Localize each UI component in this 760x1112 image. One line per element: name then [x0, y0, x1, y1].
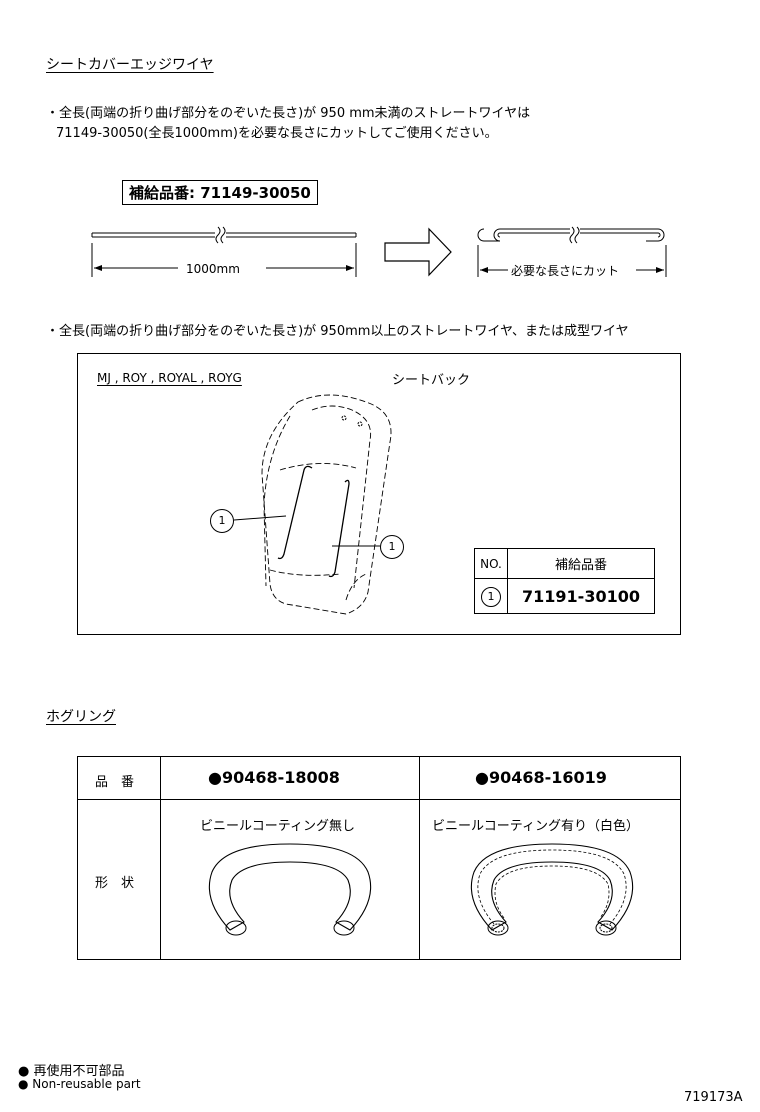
- seatback-illustration: [233, 394, 392, 615]
- seatback-frame: [77, 353, 681, 635]
- seatback-part-table: NO. 補給品番 1 71191-30100: [474, 548, 655, 614]
- part-name-seatback: シートバック: [392, 373, 471, 388]
- hog-ring-divider-v1: [160, 756, 161, 960]
- seatback-outline: [261, 394, 392, 615]
- right-arrow-icon: [384, 227, 452, 277]
- table-row-callout: 1: [481, 587, 501, 607]
- hog-ring-divider-h: [77, 799, 681, 800]
- table-cell-part-number: 71191-30100: [507, 578, 655, 614]
- hog-ring-divider-v2: [419, 756, 420, 960]
- cut-dimension: [477, 245, 667, 277]
- wire-cut-diagram: [91, 226, 667, 277]
- seatback-wires: [277, 465, 350, 578]
- hog-ring-coated-illustration: [470, 843, 634, 936]
- table-header-part: 補給品番: [507, 548, 655, 579]
- hog-ring-desc-coated: ビニールコーティング有り（白色）: [432, 819, 639, 834]
- callout-1-left: 1: [210, 509, 234, 533]
- cut-label: 必要な長さにカット: [511, 264, 620, 278]
- hog-ring-desc-uncoated: ビニールコーティング無し: [200, 819, 355, 834]
- row-label-shape: 形 状: [95, 876, 135, 891]
- model-codes: MJ , ROY , ROYAL , ROYG: [97, 371, 242, 385]
- figure-id: 719173A: [684, 1090, 743, 1105]
- bent-wire: [477, 226, 665, 244]
- edge-wire-note-line2: 71149-30050(全長1000mm)を必要な長さにカットしてご使用ください…: [56, 126, 498, 141]
- hog-ring-part-uncoated: ●90468-18008: [208, 768, 340, 787]
- table-header-no: NO.: [474, 548, 508, 579]
- callout-1-right: 1: [380, 535, 404, 559]
- hog-ring-part-coated: ●90468-16019: [475, 768, 607, 787]
- edge-wire-note-line1: ・全長(両端の折り曲げ部分をのぞいた長さ)が 950 mm未満のストレートワイヤ…: [46, 106, 531, 121]
- callout-leader-left: [233, 515, 287, 521]
- table-cell-no: 1: [474, 578, 508, 614]
- legend-non-reusable-jp: ● 再使用不可部品: [18, 1064, 125, 1079]
- legend-non-reusable-en: ● Non-reusable part: [18, 1077, 141, 1091]
- length-label: 1000mm: [186, 262, 240, 276]
- hog-ring-uncoated-illustration: [208, 843, 372, 936]
- length-dimension: [91, 243, 357, 277]
- supply-part-number-box: 補給品番: 71149-30050: [122, 180, 318, 205]
- straight-wire: [91, 226, 357, 244]
- hog-ring-table: [77, 756, 681, 960]
- formed-wire-note: ・全長(両端の折り曲げ部分をのぞいた長さ)が 950mm以上のストレートワイヤ、…: [46, 324, 629, 339]
- section-title-hog-ring: ホグリング: [46, 709, 116, 725]
- row-label-part-number: 品 番: [95, 775, 135, 790]
- section-title-edge-wire: シートカバーエッジワイヤ: [46, 57, 214, 73]
